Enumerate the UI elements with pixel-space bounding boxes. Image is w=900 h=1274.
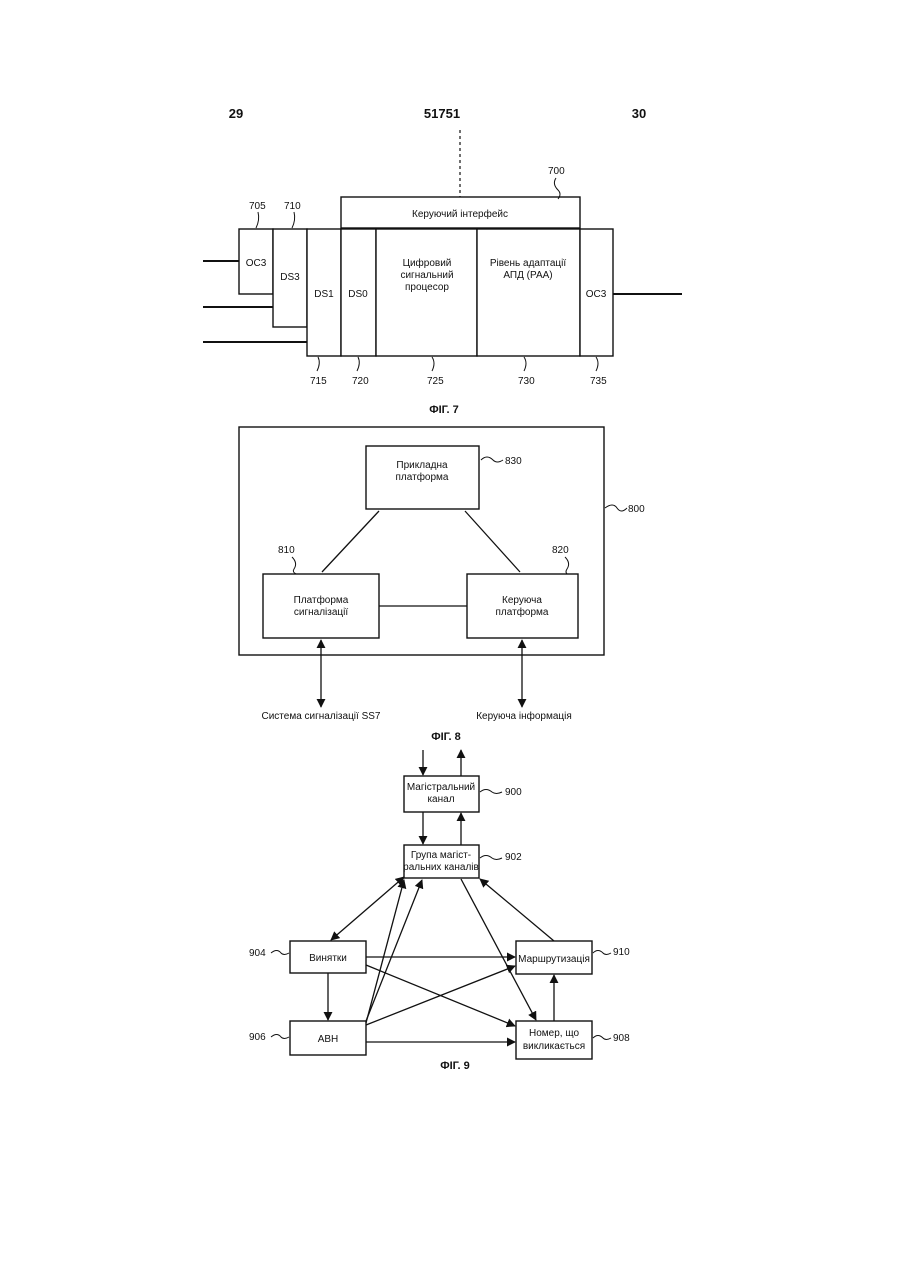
trunk-group-line1: Група магіст- (411, 850, 471, 861)
ref-906: 906 (249, 1032, 266, 1043)
control-platform-line1: Керуюча (502, 595, 542, 606)
ref-830: 830 (505, 456, 522, 467)
ref-902: 902 (505, 852, 522, 863)
routing-to-group-arrow (480, 879, 554, 941)
signal-platform-box (263, 574, 379, 638)
signal-platform-line1: Платформа (294, 594, 349, 606)
ref-900: 900 (505, 787, 522, 798)
ref-908: 908 (613, 1033, 630, 1044)
ref-730: 730 (518, 376, 535, 387)
routing-label: Маршрутизація (518, 954, 590, 965)
aal-label-line2: АПД (РАА) (503, 270, 552, 281)
ref-700-leader (554, 178, 560, 199)
control-interface-label: Керуючий інтерфейс (412, 208, 508, 220)
ref-906-leader (271, 1035, 289, 1039)
ani-to-group-arrow-2 (366, 880, 404, 1023)
trunk-line1: Магістральний (407, 782, 475, 793)
ds3-label: DS3 (280, 272, 300, 283)
fig9-caption: ФІГ. 9 (440, 1060, 470, 1072)
ref-700: 700 (548, 166, 565, 177)
exceptions-label: Винятки (309, 953, 347, 964)
dsp-label-line2: сигнальний (400, 270, 453, 281)
trunk-group-line2: ральних каналів (403, 862, 479, 873)
control-platform-box (467, 574, 578, 638)
app-platform-line2: платформа (396, 471, 449, 483)
ani-label: АВН (318, 1034, 339, 1045)
oc3-output-label: OC3 (586, 289, 607, 300)
called-number-line2: викликається (523, 1041, 585, 1052)
ref-705: 705 (249, 201, 266, 212)
ani-to-group-arrow (366, 880, 422, 1021)
ref-820: 820 (552, 545, 569, 556)
fig8-caption: ФІГ. 8 (431, 731, 461, 743)
ref-725-leader (432, 357, 434, 371)
ref-904: 904 (249, 948, 266, 959)
ref-902-leader (480, 856, 502, 860)
ref-730-leader (524, 357, 526, 371)
fig7-caption: ФІГ. 7 (429, 404, 459, 416)
ds0-label: DS0 (348, 289, 368, 300)
ref-735-leader (596, 357, 598, 371)
called-number-line1: Номер, що (529, 1028, 579, 1039)
signal-platform-line2: сигналізації (294, 607, 348, 618)
called-number-box (516, 1021, 592, 1059)
fig9-diagram: Магістральний канал 900 Група магіст- ра… (249, 750, 630, 1072)
ref-710: 710 (284, 201, 301, 212)
control-platform-line2: платформа (496, 606, 549, 618)
ref-735: 735 (590, 376, 607, 387)
patent-number: 51751 (424, 106, 460, 121)
dsp-label-line3: процесор (405, 282, 449, 293)
aal-label-line1: Рівень адаптації (490, 258, 567, 269)
ss7-label: Система сигналізації SS7 (262, 711, 381, 722)
ref-900-leader (480, 790, 502, 794)
ref-910: 910 (613, 947, 630, 958)
ref-810: 810 (278, 545, 295, 556)
ref-908-leader (593, 1036, 611, 1040)
ds1-label: DS1 (314, 289, 334, 300)
ref-800: 800 (628, 504, 645, 515)
app-platform-line1: Прикладна (396, 460, 448, 471)
ref-720: 720 (352, 376, 369, 387)
ref-910-leader (593, 951, 611, 955)
aal-box (477, 229, 580, 356)
ref-715-leader (317, 357, 319, 371)
ref-715: 715 (310, 376, 327, 387)
fig8-diagram: 800 Прикладна платформа 830 Платформа си… (239, 427, 645, 743)
ref-705-leader (256, 212, 259, 228)
left-page-number: 29 (229, 106, 243, 121)
ref-720-leader (357, 357, 359, 371)
dsp-label-line1: Цифровий (403, 257, 452, 269)
oc3-input-label: OC3 (246, 258, 267, 269)
control-info-label: Керуюча інформація (476, 710, 572, 722)
fig7-diagram: Керуючий інтерфейс OC3 DS3 DS1 DS0 Цифро… (203, 130, 682, 416)
right-page-number: 30 (632, 106, 646, 121)
ref-725: 725 (427, 376, 444, 387)
ref-904-leader (271, 951, 289, 955)
trunk-line2: канал (427, 794, 454, 805)
group-exceptions-arrow (331, 877, 404, 940)
ref-710-leader (292, 212, 295, 228)
ref-800-leader (605, 505, 627, 511)
